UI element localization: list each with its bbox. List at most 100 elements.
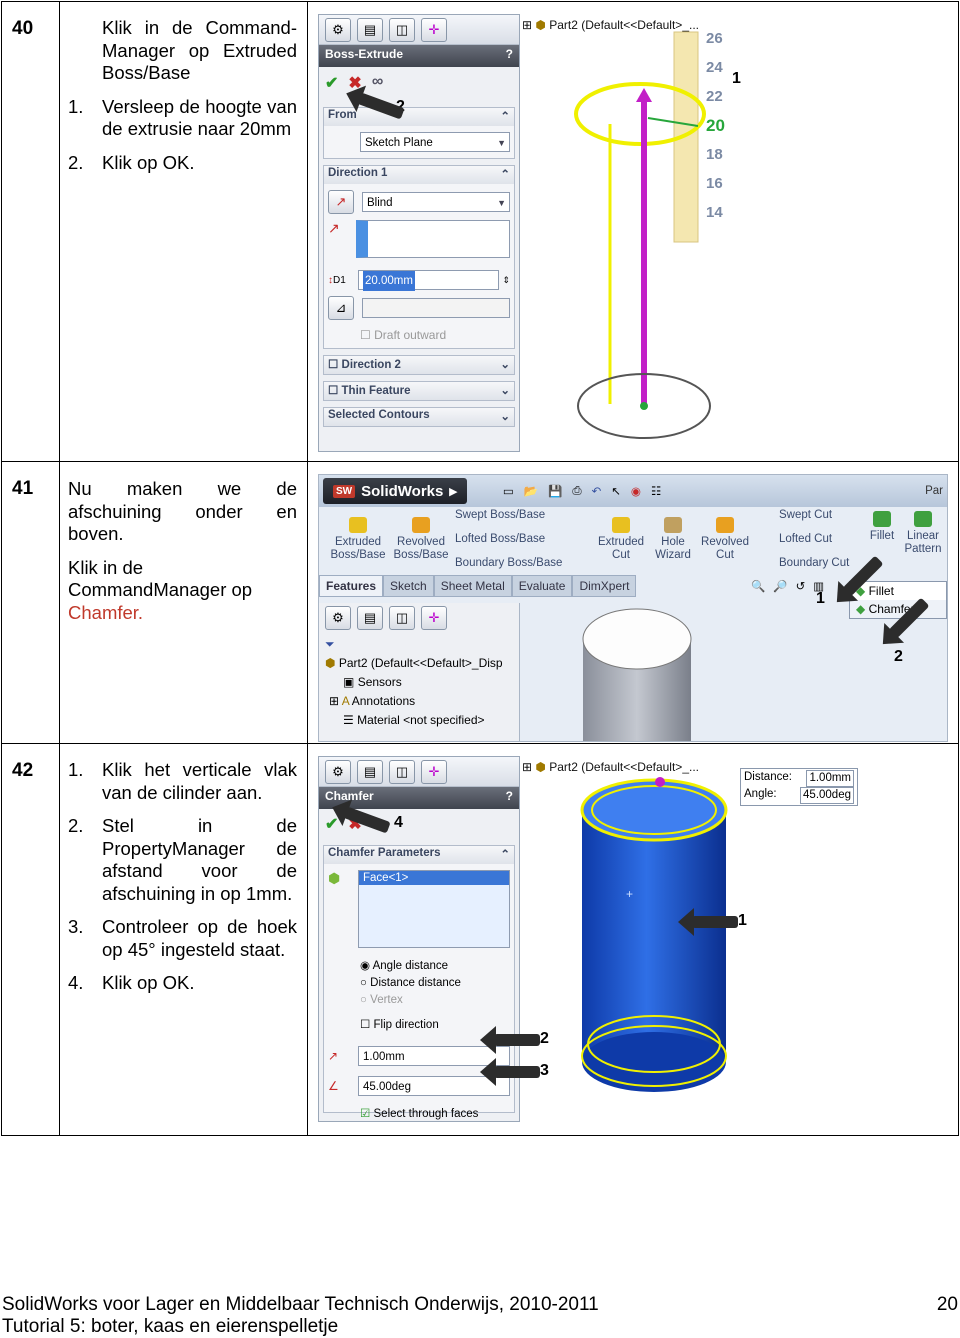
extruded-boss-command[interactable]: Extruded Boss/Base [327,517,389,562]
swept-cut-command[interactable]: Swept Cut [779,509,869,522]
ruler-tick: 14 [706,204,723,221]
dimxpert-icon[interactable]: ✛ [421,18,447,42]
flip-direction-checkbox[interactable]: ☐ Flip direction [360,1017,510,1034]
help-icon[interactable]: ? [505,789,513,803]
command-label: Boundary Cut [779,557,850,569]
tree-item[interactable]: ☰ Material <not specified> [325,711,513,730]
tree-item[interactable]: ▣ Sensors [325,673,513,692]
property-manager-icon[interactable]: ▤ [357,18,383,42]
previous-view-icon[interactable]: ↺ [795,581,806,593]
reverse-direction-icon[interactable]: ↗ [328,190,354,214]
revolved-boss-command[interactable]: Revolved Boss/Base [391,517,451,562]
dimxpert-icon[interactable]: ✛ [421,760,447,784]
radio-distance-distance[interactable]: ○ Distance distance [360,975,510,992]
drag-handle[interactable] [636,88,652,102]
draft-angle-input[interactable] [362,298,510,318]
configuration-icon[interactable]: ◫ [389,760,415,784]
configuration-icon[interactable]: ◫ [389,18,415,42]
boundary-cut-command[interactable]: Boundary Cut [779,557,869,570]
collapse-icon[interactable]: ⌃ [500,111,510,123]
help-icon[interactable]: ? [505,47,513,61]
thin-feature-group[interactable]: ☐ Thin Feature⌄ [323,381,515,401]
ok-check-icon[interactable]: ✔ [325,75,339,92]
revolved-cut-command[interactable]: Revolved Cut [699,517,751,562]
checkbox[interactable]: ☐ [328,385,339,397]
list-item[interactable]: Face<1> [359,871,509,885]
property-manager-icon[interactable]: ▤ [357,760,383,784]
draft-icon[interactable]: ⊿ [328,296,354,320]
hole-wizard-command[interactable]: Hole Wizard [647,517,699,562]
steps-table: 40 Klik in de Command-Manager op Extrude… [1,1,959,1136]
radio-angle-distance[interactable]: ◉ Angle distance [360,958,510,975]
expand-icon[interactable]: ⌄ [500,411,510,423]
chamfer-parameters-label: Chamfer Parameters [328,847,441,859]
collapse-icon[interactable]: ⌃ [500,169,510,181]
preview-glasses-icon[interactable]: ∞ [371,73,384,90]
ruler-tick: 24 [706,59,723,76]
tree-root[interactable]: ⬢ Part2 (Default<<Default>_Disp [325,654,513,673]
from-select[interactable]: Sketch Plane [360,132,510,153]
tab-dimxpert[interactable]: DimXpert [572,575,637,597]
save-icon[interactable]: 💾 [548,486,563,498]
tab-sheet-metal[interactable]: Sheet Metal [433,575,512,597]
zoom-fit-icon[interactable]: 🔍 [751,581,766,593]
distance-input[interactable]: 1.00mm [358,1046,510,1066]
print-icon[interactable]: ⎙ [572,484,582,497]
zoom-area-icon[interactable]: 🔎 [773,581,788,593]
collapse-icon[interactable]: ⌃ [500,849,510,861]
configuration-icon[interactable]: ◫ [389,606,415,630]
material-icon: ☰ [343,713,354,727]
radio-vertex[interactable]: ○ Vertex [360,992,510,1009]
expand-icon[interactable]: ⊞ [329,694,340,708]
property-manager-icon[interactable]: ▤ [357,606,383,630]
dimxpert-icon[interactable]: ✛ [421,606,447,630]
direction2-group[interactable]: ☐ Direction 2⌄ [323,355,515,375]
select-through-checkbox[interactable]: ☑ Select through faces [360,1106,510,1120]
options-icon[interactable]: ☷ [650,486,662,498]
end-condition-select[interactable]: Blind [362,192,510,213]
d1-label: D1 [333,274,346,286]
boundary-boss-command[interactable]: Boundary Boss/Base [455,557,585,570]
rebuild-icon[interactable]: ◉ [630,486,641,498]
fillet-command[interactable]: Fillet [865,511,899,543]
tab-sketch[interactable]: Sketch [383,575,434,597]
depth-input[interactable]: 20.00mm [358,270,500,291]
list-number: 2. [68,815,84,836]
tree-item[interactable]: ⊞ A Annotations [325,692,513,711]
tab-features[interactable]: Features [319,575,384,597]
checkbox[interactable]: ☐ [328,359,339,371]
menu-item-fillet[interactable]: ◆ Fillet [850,582,946,600]
filter-icon[interactable]: ⏷ [325,637,335,651]
selected-contours-group[interactable]: Selected Contours⌄ [323,407,515,427]
expand-icon[interactable]: ⊞ [522,18,533,32]
lofted-boss-command[interactable]: Lofted Boss/Base [455,533,585,546]
section-view-icon[interactable]: ▥ [813,581,825,593]
open-icon[interactable]: 📂 [523,486,539,498]
feature-manager-icon[interactable]: ⚙ [325,606,351,630]
new-icon[interactable]: ▭ [502,486,514,498]
lofted-cut-command[interactable]: Lofted Cut [779,533,869,546]
spin-icon[interactable]: ⇕ [502,274,510,285]
feature-manager-icon[interactable]: ⚙ [325,760,351,784]
command-label: Boundary Boss/Base [455,557,563,569]
screenshot-cell: SW SolidWorks ▸ ▭ 📂 💾 ⎙ ↶ ↖ ◉ ☷ Par Extr… [307,461,959,744]
tab-evaluate[interactable]: Evaluate [511,575,573,597]
expand-icon[interactable]: ⊞ [522,760,533,774]
checkbox[interactable]: ☐ [360,328,371,342]
extruded-cut-command[interactable]: Extruded Cut [595,517,647,562]
select-icon[interactable]: ↖ [611,486,621,498]
feature-manager-icon[interactable]: ⚙ [325,18,351,42]
solidworks-logo[interactable]: SW SolidWorks ▸ [323,478,467,504]
linear-pattern-command[interactable]: Linear Pattern [901,511,945,556]
angle-input[interactable]: 45.00deg [358,1076,510,1096]
direction-selection-box[interactable] [356,220,510,258]
swept-boss-command[interactable]: Swept Boss/Base [455,509,585,522]
menu-item-chamfer[interactable]: ◆ Chamfer [850,600,946,618]
radio-selected-icon: ◉ [360,960,371,972]
expand-icon[interactable]: ⌄ [500,359,510,371]
command-label: Revolved Boss/Base [393,536,449,561]
expand-icon[interactable]: ⌄ [500,385,510,397]
list-number: 2. [68,151,84,173]
undo-icon[interactable]: ↶ [591,486,602,498]
edges-faces-list[interactable]: Face<1> [358,870,510,948]
